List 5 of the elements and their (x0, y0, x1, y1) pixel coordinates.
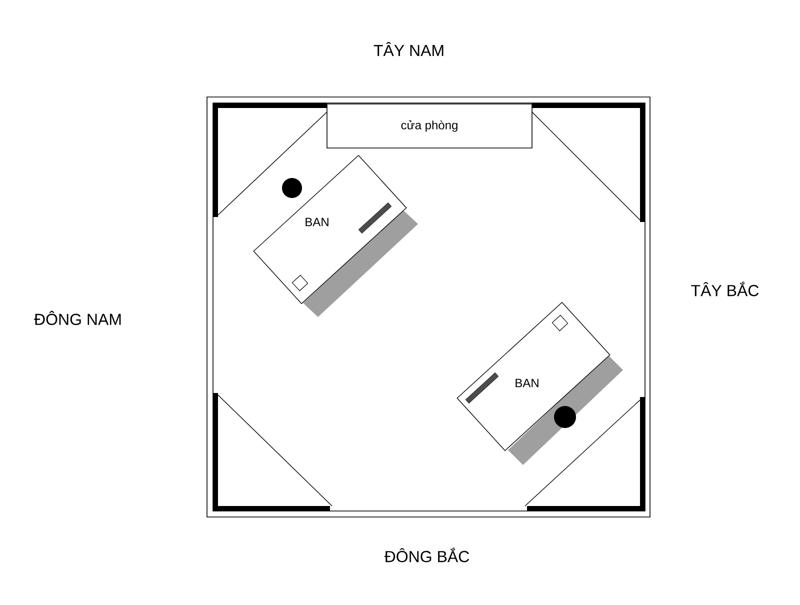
direction-label: TÂY NAM (374, 42, 444, 56)
direction-label: ĐÔNG NAM (34, 310, 121, 326)
direction-label: TÂY BẮC (691, 282, 759, 296)
door-box: cửa phòng (326, 104, 532, 148)
direction-label: ĐÔNG BẮC (384, 548, 470, 562)
